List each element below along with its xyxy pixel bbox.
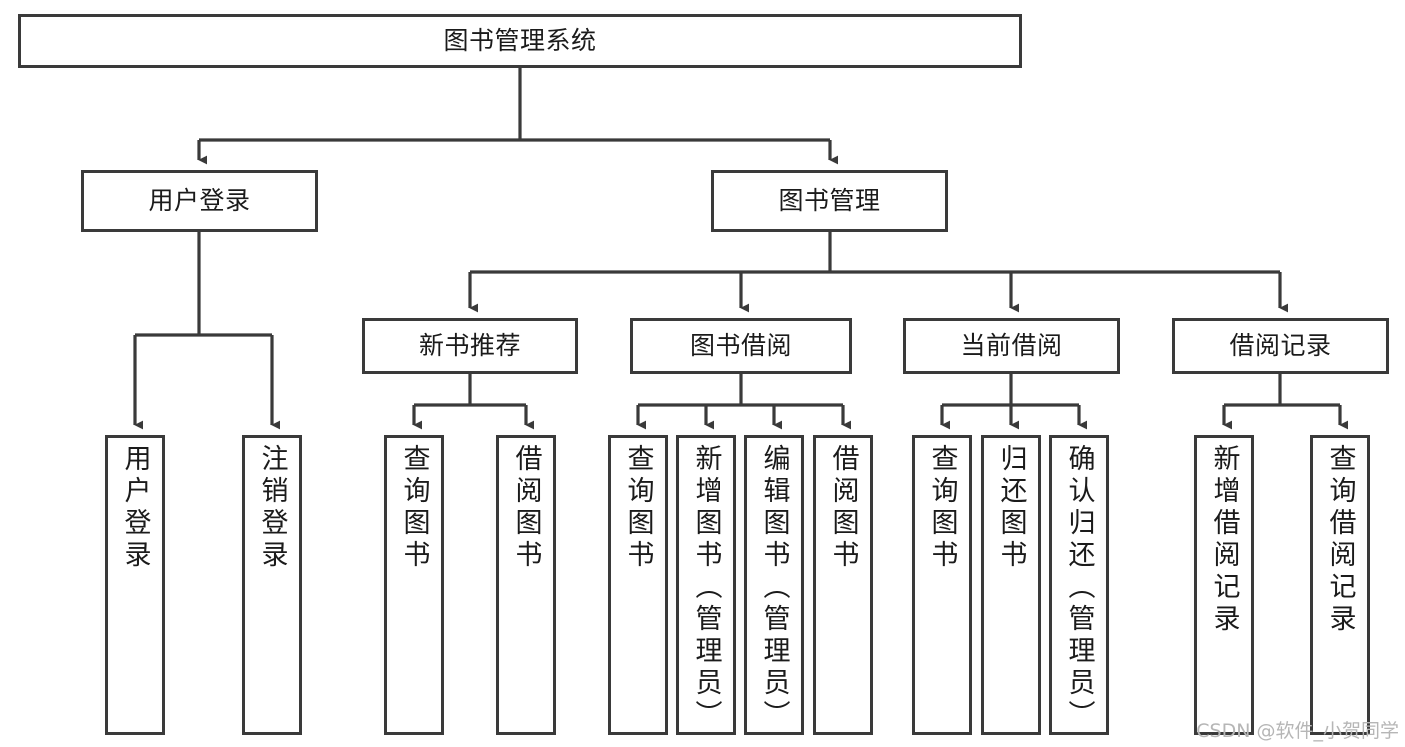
node-label: 新增图书（管理员）	[690, 444, 722, 732]
node-borrow-record[interactable]: 借阅记录	[1172, 318, 1389, 374]
node-current-borrow[interactable]: 当前借阅	[903, 318, 1120, 374]
node-label: 图书借阅	[689, 331, 792, 361]
node-label: 注销登录	[256, 444, 288, 572]
node-label: 新书推荐	[418, 331, 521, 361]
leaf-confirm-return-admin[interactable]: 确认归还（管理员）	[1049, 435, 1109, 735]
leaf-return-book[interactable]: 归还图书	[981, 435, 1041, 735]
node-label: 图书管理系统	[443, 26, 597, 56]
node-label: 图书管理	[778, 186, 881, 216]
node-label: 借阅图书	[510, 444, 542, 572]
node-label: 查询借阅记录	[1324, 444, 1356, 636]
node-label: 确认归还（管理员）	[1063, 444, 1095, 732]
node-book-manage[interactable]: 图书管理	[711, 170, 948, 232]
node-label: 查询图书	[622, 444, 654, 572]
node-user-login[interactable]: 用户登录	[81, 170, 318, 232]
leaf-add-book-admin[interactable]: 新增图书（管理员）	[676, 435, 736, 735]
node-label: 查询图书	[926, 444, 958, 572]
leaf-query-book-recommend[interactable]: 查询图书	[384, 435, 444, 735]
leaf-add-borrow-record[interactable]: 新增借阅记录	[1194, 435, 1254, 735]
leaf-query-borrow-record[interactable]: 查询借阅记录	[1310, 435, 1370, 735]
leaf-query-book-borrow[interactable]: 查询图书	[608, 435, 668, 735]
node-book-borrow[interactable]: 图书借阅	[630, 318, 852, 374]
node-label: 新增借阅记录	[1208, 444, 1240, 636]
leaf-logout-login[interactable]: 注销登录	[242, 435, 302, 735]
node-label: 用户登录	[119, 444, 151, 572]
leaf-edit-book-admin[interactable]: 编辑图书（管理员）	[744, 435, 804, 735]
leaf-query-book-current[interactable]: 查询图书	[912, 435, 972, 735]
node-label: 借阅记录	[1229, 331, 1332, 361]
node-label: 归还图书	[995, 444, 1027, 572]
node-label: 当前借阅	[960, 331, 1063, 361]
leaf-user-login[interactable]: 用户登录	[105, 435, 165, 735]
node-new-book-recommend[interactable]: 新书推荐	[362, 318, 578, 374]
leaf-borrow-book[interactable]: 借阅图书	[813, 435, 873, 735]
node-label: 编辑图书（管理员）	[758, 444, 790, 732]
node-label: 借阅图书	[827, 444, 859, 572]
node-label: 查询图书	[398, 444, 430, 572]
leaf-borrow-book-recommend[interactable]: 借阅图书	[496, 435, 556, 735]
node-root-system[interactable]: 图书管理系统	[18, 14, 1022, 68]
node-label: 用户登录	[148, 186, 251, 216]
